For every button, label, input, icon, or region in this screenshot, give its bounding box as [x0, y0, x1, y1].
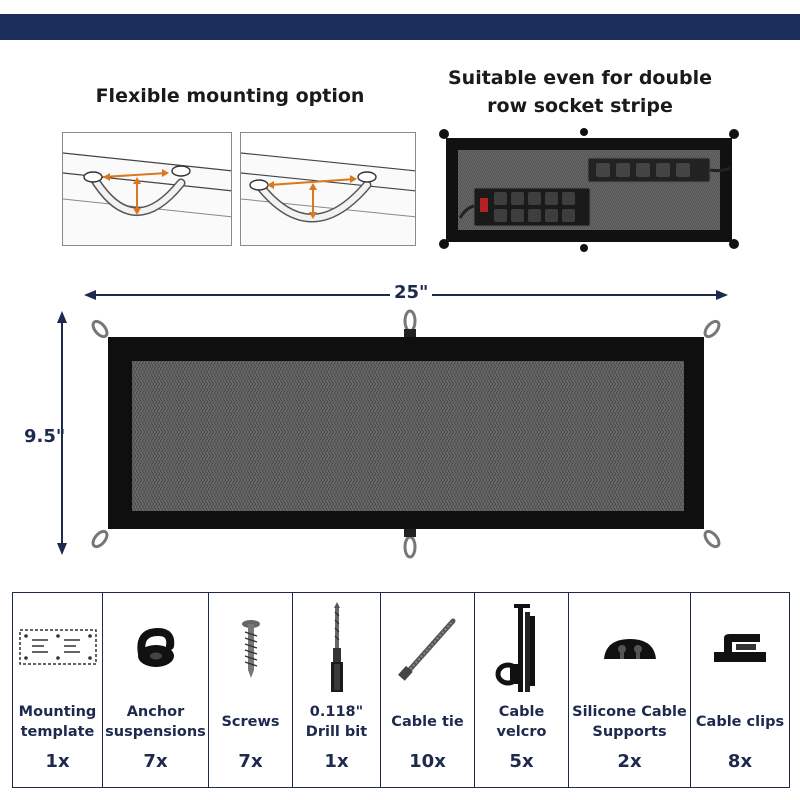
kit-item-cable-tie: Cable tie 10x [381, 593, 475, 787]
width-dimension-label: 25" [390, 282, 433, 303]
cable-clip-icon [691, 599, 789, 697]
kit-item-name: Anchor suspensions [105, 704, 206, 740]
wall-mount-illustration [241, 133, 415, 223]
kit-item-quantity: 7x [143, 751, 168, 772]
mounting-option-panel-under-desk [62, 132, 232, 246]
screw-icon [209, 599, 292, 697]
kit-item-quantity: 1x [324, 751, 349, 772]
kit-item-quantity: 8x [727, 751, 753, 772]
heading-flexible-mounting: Flexible mounting option [95, 85, 365, 107]
under-desk-mount-illustration [63, 133, 231, 218]
kit-item-name: Silicone Cable Supports [572, 704, 687, 740]
kit-item-name: Cable tie [391, 714, 464, 730]
heading-suitable-socket-stripe: Suitable even for double row socket stri… [420, 64, 740, 120]
mounting-template-icon [13, 599, 102, 697]
kit-item-quantity: 7x [238, 751, 263, 772]
socket-stripe-in-net-image [438, 128, 740, 252]
cable-net-product-image [40, 285, 770, 570]
kit-item-silicone-cable-supports: Silicone Cable Supports 2x [569, 593, 691, 787]
kit-item-name: Screws [221, 714, 280, 730]
kit-item-name: Mounting template [18, 704, 97, 740]
kit-item-cable-clips: Cable clips 8x [691, 593, 789, 787]
anchor-icon [103, 599, 208, 697]
kit-item-mounting-template: Mounting template 1x [13, 593, 103, 787]
kit-item-name: 0.118" Drill bit [305, 704, 368, 740]
cable-support-icon [569, 599, 690, 697]
kit-item-name: Cable clips [695, 714, 785, 730]
height-dimension-label: 9.5" [24, 426, 66, 447]
kit-item-cable-velcro: Cable velcro 5x [475, 593, 569, 787]
kit-contents-table: Mounting template 1x Anchor suspensions … [12, 592, 790, 788]
kit-item-quantity: 10x [409, 751, 446, 772]
velcro-icon [475, 599, 568, 697]
cable-tie-icon [381, 599, 474, 697]
drill-bit-icon [293, 599, 380, 697]
kit-item-quantity: 2x [617, 751, 642, 772]
heading-line-2: row socket stripe [487, 95, 673, 117]
kit-item-name: Cable velcro [496, 704, 547, 740]
kit-item-screws: Screws 7x [209, 593, 293, 787]
mounting-option-panel-wall [240, 132, 416, 246]
kit-item-anchor-suspensions: Anchor suspensions 7x [103, 593, 209, 787]
kit-item-quantity: 1x [45, 751, 70, 772]
kit-item-quantity: 5x [509, 751, 534, 772]
header-bar [0, 14, 800, 40]
heading-line-1: Suitable even for double [447, 67, 713, 89]
kit-item-drill-bit: 0.118" Drill bit 1x [293, 593, 381, 787]
